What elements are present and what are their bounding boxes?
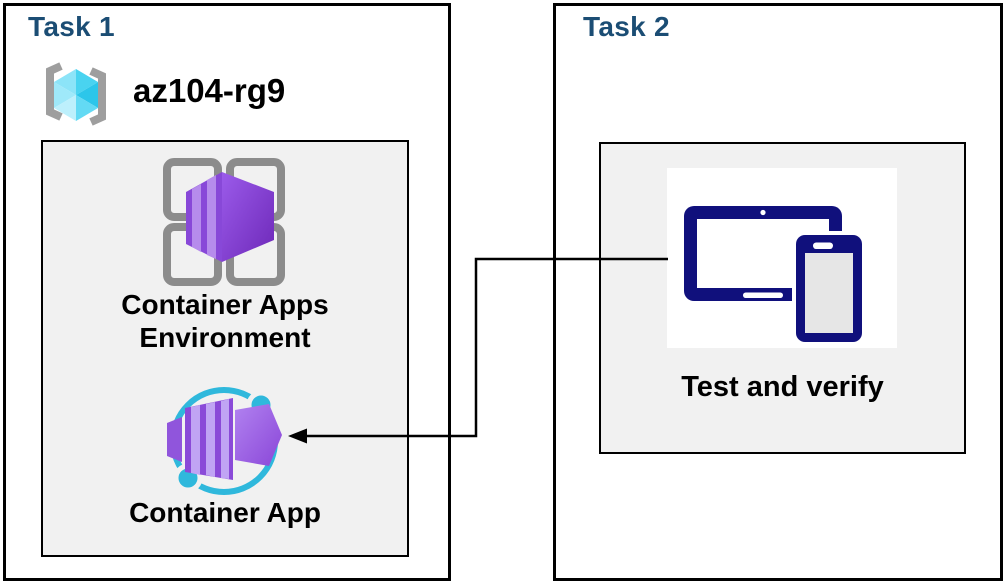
tablet-and-phone-icon [684, 206, 866, 346]
resource-group-name: az104-rg9 [133, 72, 286, 109]
container-app-label: Container App [129, 497, 321, 528]
environment-label: Container Apps Environment [121, 289, 329, 354]
task1-title: Task 1 [28, 11, 115, 42]
test-group-box: Test and verify [599, 142, 966, 454]
devices-icon-area [667, 168, 897, 348]
task2-panel: Task 2 Test and verify [553, 3, 1003, 581]
task2-title: Task 2 [583, 11, 670, 42]
task1-panel: Task 1 az104-rg9 [3, 3, 451, 581]
test-and-verify-label: Test and verify [681, 371, 884, 403]
container-app-icon [161, 378, 287, 509]
environment-group-box: Container Apps Environment [41, 140, 409, 557]
container-apps-environment-icon [161, 156, 287, 293]
resource-group-icon [37, 58, 115, 137]
